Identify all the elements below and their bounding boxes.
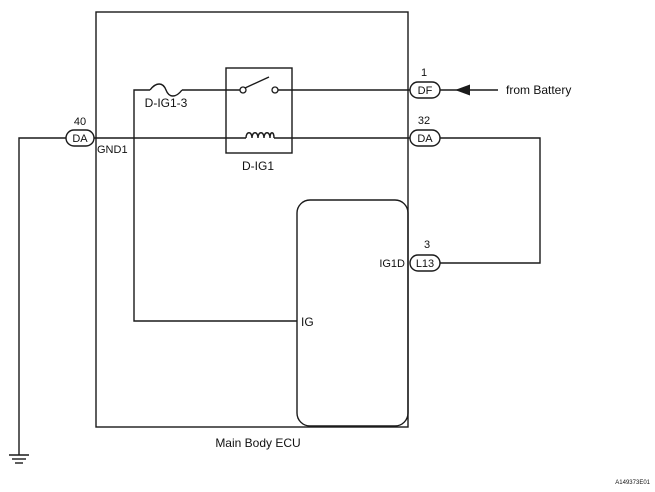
terminal-ig-label: IG [301,315,314,329]
connector-da-32-pin: 32 [418,115,430,127]
ecu-box [95,11,409,428]
terminal-gnd1-label: GND1 [97,144,128,156]
relay-coil-icon [245,132,275,144]
connector-da-32-code: DA [417,133,433,145]
ecu-label: Main Body ECU [215,436,300,450]
wire-ig-to-fuse [133,89,297,322]
connector-df-1-code: DF [418,85,433,97]
connector-df-1: DF 1 [409,67,441,99]
connector-da-32: DA 32 [409,115,441,147]
arrow-icon [455,84,470,96]
fuse-label: D-IG1-3 [145,96,188,110]
relay-switch-icon [239,76,279,94]
connector-df-1-pin: 1 [421,67,427,79]
connector-da-40: DA 40 [65,116,95,147]
connector-da-40-code: DA [72,133,88,145]
battery-source-label: from Battery [506,83,571,97]
ground-icon [9,454,29,464]
connector-l13-3-code: L13 [416,258,434,270]
connector-l13-3-pin: 3 [424,239,430,251]
relay-box [225,67,293,154]
terminal-ig1d-label: IG1D [379,258,405,270]
connector-da-40-pin: 40 [74,116,86,128]
relay-label: D-IG1 [242,159,274,173]
connector-l13-3: L13 3 [409,239,441,272]
fuse-icon [149,83,183,97]
figure-id: A149373E01 [615,480,650,486]
wire-da32-to-l13 [440,137,541,264]
ig-block [296,199,409,427]
wire-ground [18,137,66,455]
